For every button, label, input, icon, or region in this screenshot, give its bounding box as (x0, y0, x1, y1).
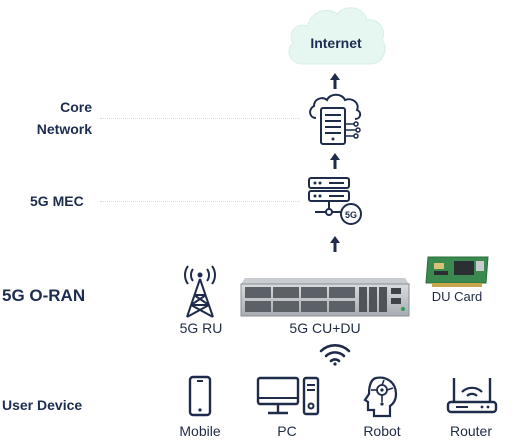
internet-label: Internet (310, 35, 362, 51)
device-label-robot: Robot (363, 423, 401, 439)
guide-line-mec (100, 201, 300, 202)
cloud-icon (288, 7, 386, 65)
mobile-phone-icon (188, 375, 212, 417)
wireless-signal-icon (319, 344, 351, 366)
robot-head-icon (363, 376, 398, 418)
layer-label-5g-oran: 5G O-RAN (2, 286, 86, 305)
desktop-pc-icon (256, 376, 320, 416)
layer-label-core-network: Core Network (22, 96, 92, 140)
rack-server-icon (240, 278, 410, 317)
layer-label-user-device: User Device (2, 397, 83, 413)
ru-label: 5G RU (179, 320, 223, 336)
guide-line-core (100, 118, 300, 119)
device-label-router: Router (449, 423, 493, 439)
arrow-up-internet (330, 73, 340, 89)
device-label-pc: PC (277, 423, 297, 439)
layer-label-core-line2: Network (36, 121, 92, 137)
layer-label-5g-mec: 5G MEC (30, 193, 84, 209)
cloud-server-icon (309, 93, 362, 145)
pcie-card-icon (425, 256, 489, 287)
wifi-router-icon (446, 378, 498, 414)
server-label: 5G CU+DU (289, 320, 361, 336)
internet-cloud: Internet (283, 2, 389, 68)
device-label-mobile: Mobile (179, 423, 221, 439)
du-card-label: DU Card (431, 289, 483, 304)
arrow-up-core (330, 153, 340, 169)
cell-tower-icon (184, 265, 216, 318)
arrow-up-mec (330, 236, 340, 252)
server-5g-icon: 5G (308, 177, 362, 225)
layer-label-core-line1: Core (60, 99, 92, 115)
svg-text:5G: 5G (345, 210, 357, 220)
